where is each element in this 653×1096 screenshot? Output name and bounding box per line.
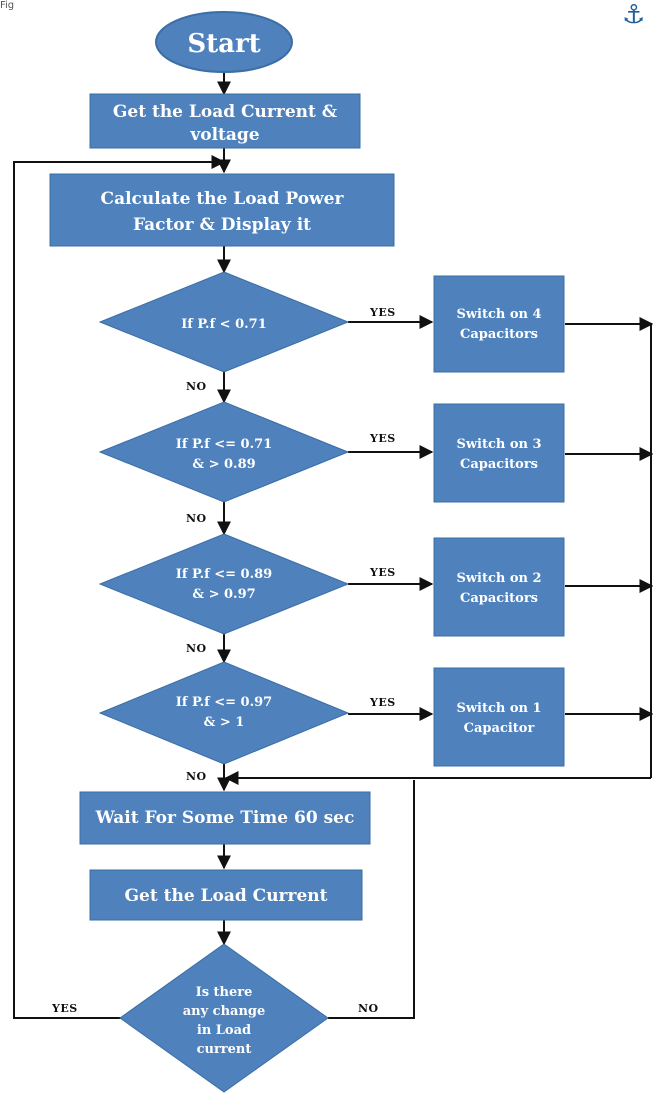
d1-no-label: NO	[186, 380, 207, 393]
nodes: Start Get the Load Current & voltage Cal…	[49, 11, 565, 1093]
switch-4-label-1: Switch on 4	[456, 307, 541, 322]
change-label-4: current	[197, 1042, 252, 1057]
switch-2-label-2: Capacitors	[460, 591, 538, 606]
d2-label-2: & > 0.89	[192, 457, 255, 472]
switch-3-label-2: Capacitors	[460, 457, 538, 472]
decision-d3	[98, 533, 350, 635]
d2-yes-label: YES	[369, 432, 396, 445]
switch-1-label-2: Capacitor	[464, 721, 535, 736]
decision-d4	[98, 661, 350, 765]
calc-pf-node	[49, 173, 395, 247]
calc-pf-label-1: Calculate the Load Power	[101, 189, 345, 209]
d2-no-label: NO	[186, 512, 207, 525]
change-label-3: in Load	[197, 1023, 251, 1038]
switch-4-node	[433, 275, 565, 373]
d3-yes-label: YES	[369, 566, 396, 579]
d3-label-2: & > 0.97	[192, 587, 255, 602]
start-node	[155, 11, 293, 73]
switch-2-node	[433, 537, 565, 637]
decision-change	[119, 943, 329, 1093]
d3-no-label: NO	[186, 642, 207, 655]
switch-4-label-2: Capacitors	[460, 327, 538, 342]
d4-label-2: & > 1	[204, 715, 245, 730]
change-yes-label: YES	[51, 1002, 78, 1015]
wait-label: Wait For Some Time 60 sec	[95, 808, 355, 828]
edges	[13, 72, 653, 1019]
edge-change-no-loop	[328, 780, 415, 1019]
header-text-fragment: Fig	[0, 0, 15, 11]
d4-no-label: NO	[186, 770, 207, 783]
calc-pf-label-2: Factor & Display it	[133, 215, 311, 235]
decision-d1	[98, 271, 350, 373]
wait-node	[79, 791, 371, 845]
switch-2-label-1: Switch on 2	[456, 571, 541, 586]
switch-1-label-1: Switch on 1	[456, 701, 541, 716]
get-current-node	[89, 869, 363, 921]
change-no-label: NO	[358, 1002, 379, 1015]
get-current-label: Get the Load Current	[125, 886, 328, 906]
edge-change-yes-loop	[13, 155, 226, 1019]
change-label-2: any change	[183, 1004, 266, 1019]
d4-label-1: If P.f <= 0.97	[176, 695, 272, 710]
d1-label: If P.f < 0.71	[181, 317, 267, 332]
edge-labels: YES YES YES YES NO NO NO NO YES NO	[51, 306, 396, 1015]
decision-d2	[98, 401, 350, 503]
get-load-label-1: Get the Load Current &	[113, 102, 338, 122]
d3-label-1: If P.f <= 0.89	[176, 567, 272, 582]
switch-3-label-1: Switch on 3	[456, 437, 541, 452]
d2-label-1: If P.f <= 0.71	[176, 437, 272, 452]
get-load-node	[89, 93, 361, 149]
switch-1-node	[433, 667, 565, 767]
anchor-icon: ⚓	[622, 0, 646, 30]
switch-3-node	[433, 403, 565, 503]
d4-yes-label: YES	[369, 696, 396, 709]
change-label-1: Is there	[196, 985, 253, 1000]
get-load-label-2: voltage	[189, 125, 259, 145]
d1-yes-label: YES	[369, 306, 396, 319]
start-label: Start	[187, 29, 260, 59]
